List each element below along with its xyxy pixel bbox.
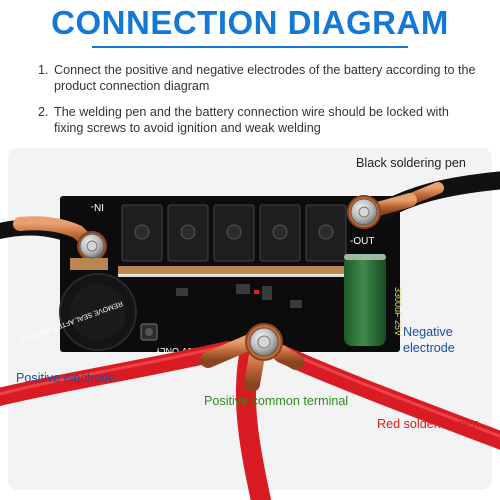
pcb-copper-rail <box>118 266 346 275</box>
connection-photo: IN- -OUT 4.6V ONLY REMOVE SEAL AFTER WAS… <box>0 148 500 500</box>
capacitor-label: 3300uF 25V <box>393 287 403 336</box>
label-out: -OUT <box>350 236 374 247</box>
label-red-soldering-pen: Red soldering pen <box>377 417 480 431</box>
instruction-list: 1. Connect the positive and negative ele… <box>38 63 478 147</box>
red-wire-right <box>273 345 500 450</box>
red-wire-left <box>0 341 237 407</box>
label-negative-electrode: Negative electrode <box>403 325 455 355</box>
instruction-text: The welding pen and the battery connecti… <box>54 105 449 135</box>
title-underline <box>92 46 408 48</box>
label-black-soldering-pen: Black soldering pen <box>356 156 466 170</box>
instruction-item: 2. The welding pen and the battery conne… <box>38 105 478 136</box>
capacitor <box>344 254 386 346</box>
smd-component <box>236 284 250 294</box>
instruction-item: 1. Connect the positive and negative ele… <box>38 63 478 94</box>
silkscreen-version: 4.6V ONLY <box>155 346 200 356</box>
label-positive-electrode: Positive electrode <box>16 371 116 385</box>
smd-component <box>262 286 272 300</box>
label-positive-common-terminal: Positive common terminal <box>204 394 349 408</box>
instruction-number: 1. <box>38 63 49 77</box>
smd-component <box>290 300 302 308</box>
lug-common-left <box>200 334 258 368</box>
mosfet-row <box>121 204 347 262</box>
led <box>254 290 259 294</box>
label-in: IN- <box>91 201 104 212</box>
lug-left <box>13 216 99 253</box>
page-title: CONNECTION DIAGRAM <box>51 4 449 41</box>
instruction-number: 2. <box>38 105 49 119</box>
instruction-text: Connect the positive and negative electr… <box>54 63 476 93</box>
smd-component <box>176 288 188 296</box>
